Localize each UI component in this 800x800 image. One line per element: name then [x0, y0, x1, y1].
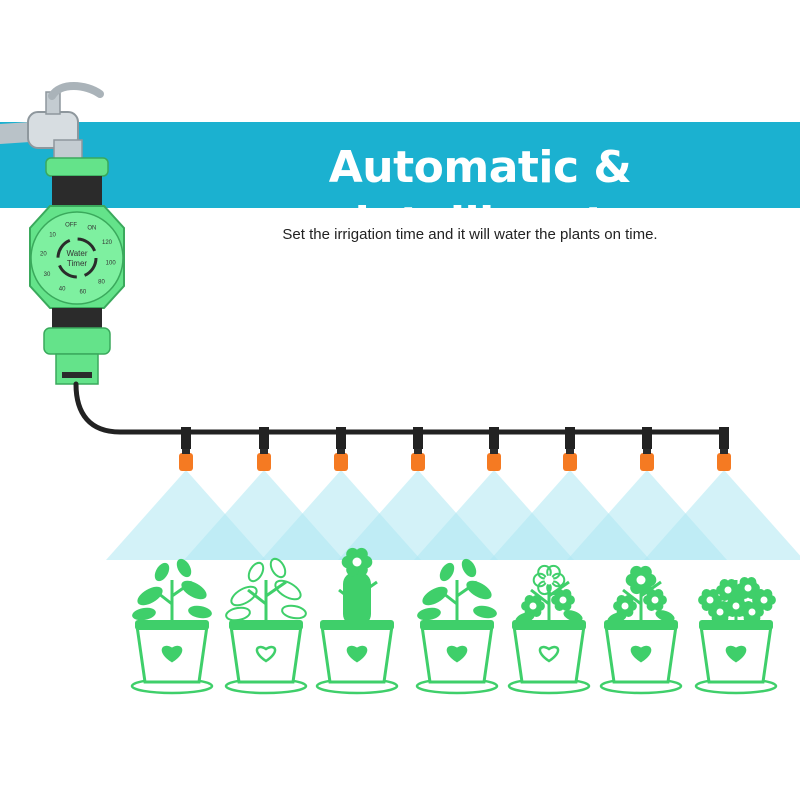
water-timer: OFF ON 120 100 80 60 40 30 20 10 Water Timer — [29, 157, 125, 385]
water-sprays — [106, 470, 800, 560]
drip-nozzle — [640, 427, 654, 471]
bushy-flower-icon — [698, 577, 776, 626]
plant-pot — [315, 547, 399, 695]
dial-number: ON — [87, 225, 96, 231]
drip-nozzle — [411, 427, 425, 471]
plant-pot — [415, 558, 499, 695]
faucet-icon — [0, 82, 104, 163]
leafy-shrub-icon — [417, 558, 497, 626]
heart-icon — [538, 645, 560, 663]
flower-plant-icon — [515, 564, 583, 626]
plant-pot — [599, 565, 683, 695]
dial-number: 100 — [106, 261, 117, 267]
plant-pots — [130, 547, 778, 695]
sketch-plant-icon — [225, 557, 307, 626]
drip-nozzle — [179, 427, 193, 471]
dial-number: 60 — [80, 289, 87, 295]
timer-label-line2: Timer — [67, 259, 87, 268]
heart-icon — [446, 645, 468, 663]
timer-dial-numbers: OFF ON 120 100 80 60 40 30 20 10 — [40, 223, 116, 296]
headline-banner — [0, 122, 800, 208]
leafy-plant-icon — [132, 558, 212, 626]
heart-icon — [255, 645, 277, 663]
drip-nozzle — [563, 427, 577, 471]
drip-pipe — [73, 381, 729, 449]
water-spray-cone — [644, 470, 800, 560]
heart-icon — [725, 645, 747, 663]
heart-icon — [630, 645, 652, 663]
cactus-icon — [338, 547, 378, 626]
drip-nozzle — [487, 427, 501, 471]
plant-pot — [694, 577, 778, 695]
dial-number: OFF — [65, 223, 77, 229]
headline-title: Automatic & intelligent — [328, 142, 632, 249]
dial-number: 80 — [98, 280, 105, 286]
dial-number: 30 — [44, 272, 51, 278]
plant-pot — [507, 564, 591, 695]
headline-subtitle: Set the irrigation time and it will wate… — [282, 226, 658, 243]
drip-nozzles — [179, 427, 731, 471]
drip-nozzle — [717, 427, 731, 471]
drip-nozzle — [257, 427, 271, 471]
plant-pot — [130, 558, 214, 695]
plant-pot — [224, 557, 308, 695]
timer-label-line1: Water — [66, 249, 87, 258]
dial-number: 40 — [59, 287, 66, 293]
dial-number: 120 — [102, 240, 113, 246]
heart-icon — [346, 645, 368, 663]
drip-nozzle — [334, 427, 348, 471]
dial-number: 20 — [40, 251, 47, 257]
dial-number: 10 — [49, 232, 56, 238]
heart-icon — [161, 645, 183, 663]
daisy-plant-icon — [607, 565, 675, 626]
